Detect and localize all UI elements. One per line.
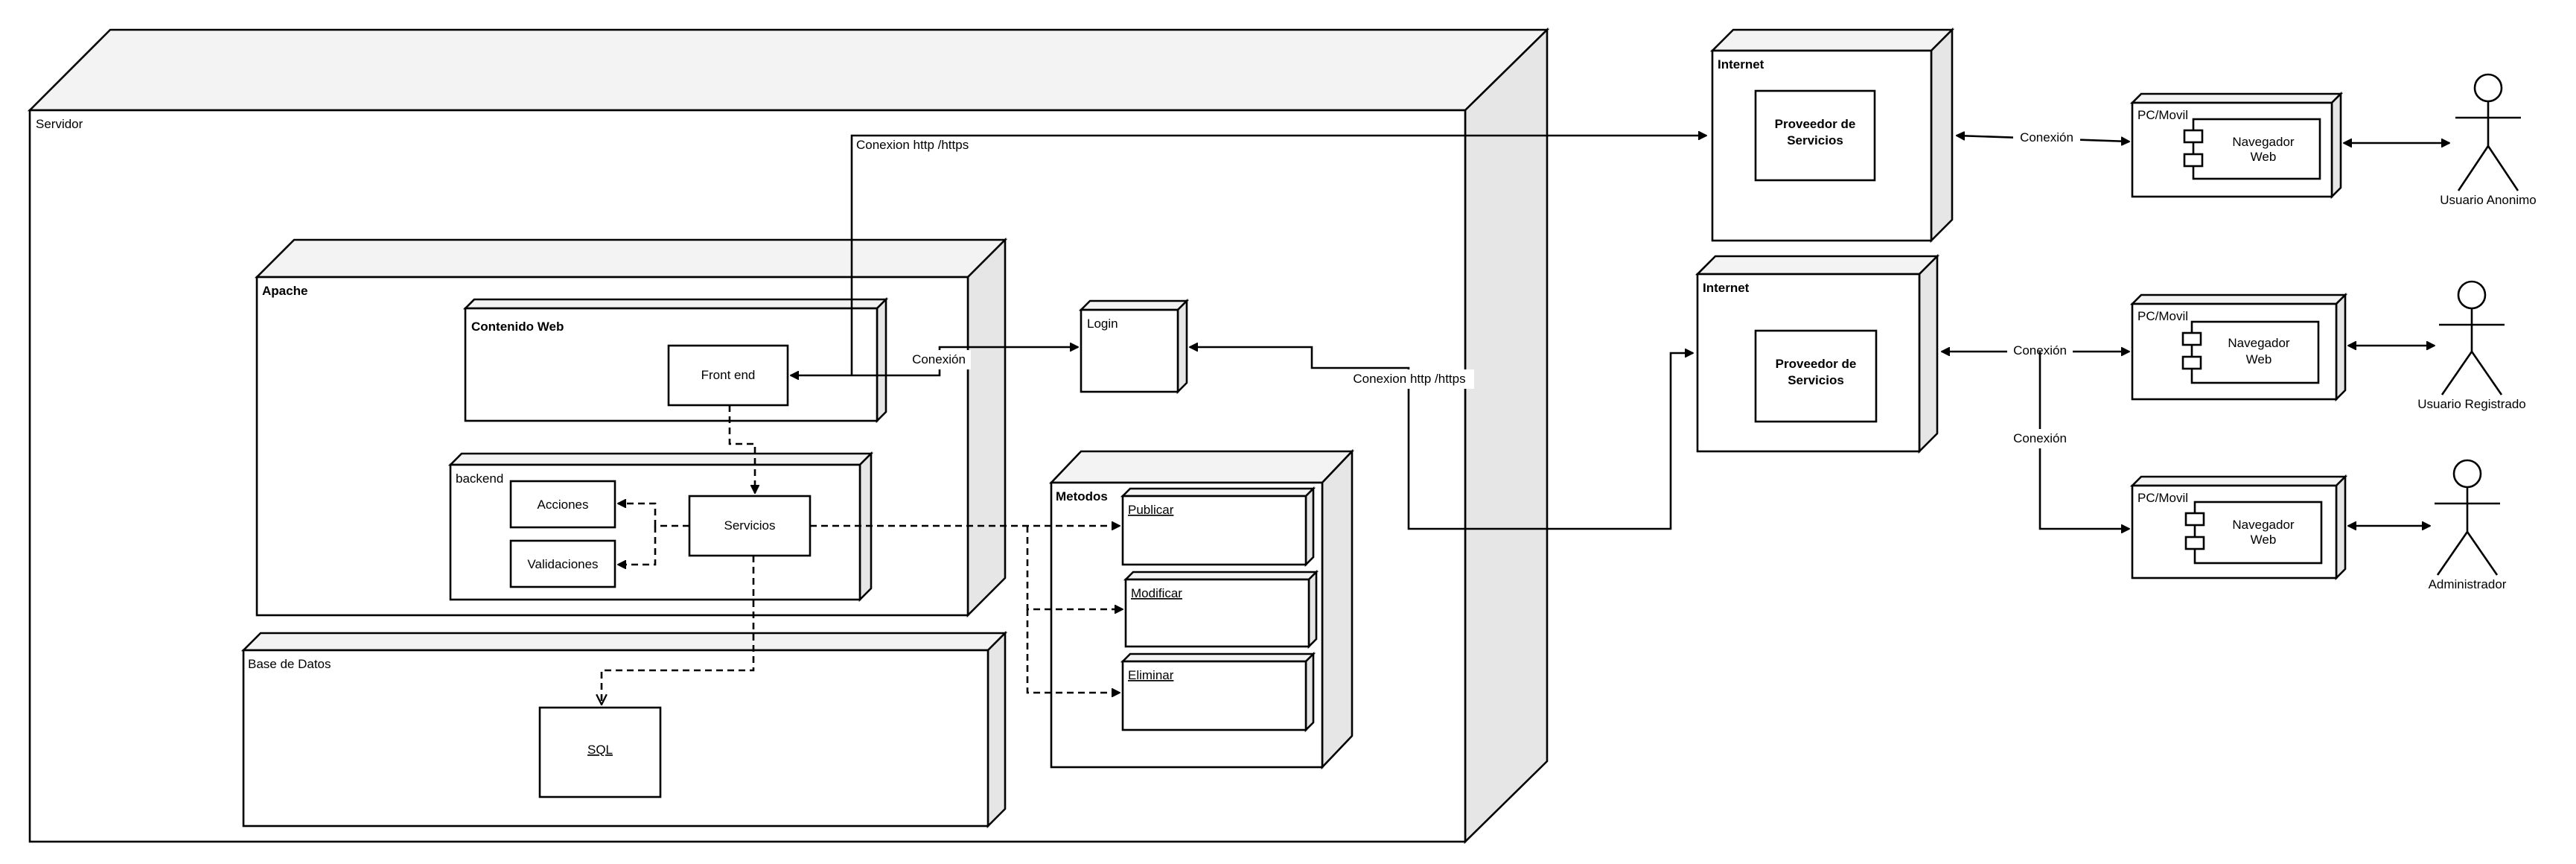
- component-port-icon: [2184, 536, 2205, 550]
- navegador-3-line2: Web: [2251, 533, 2277, 547]
- dep-servicios-validaciones: [618, 526, 657, 565]
- backend-label: backend: [456, 471, 503, 486]
- modificar-node: [1124, 578, 1310, 648]
- contenido-web-label: Contenido Web: [471, 320, 564, 334]
- pc-movil-2-label: PC/Movil: [2137, 309, 2188, 323]
- proveedor-2-label-line1: Proveedor de: [1776, 357, 1857, 371]
- navegador-1-line2: Web: [2251, 150, 2277, 164]
- connector-login-internet2: [1190, 347, 1693, 530]
- dep-frontend-servicios: [728, 405, 755, 493]
- actor-usuario-registrado: Usuario Registrado: [2417, 280, 2526, 411]
- navegador-1-line1: Navegador: [2232, 135, 2295, 149]
- eliminar-label: Eliminar: [1128, 668, 1174, 682]
- internet-node-1: Internet Proveedor de Servicios: [1709, 27, 1955, 244]
- sql-component: [538, 706, 662, 798]
- backend-node: backend Acciones Validaciones Servicios: [447, 451, 874, 603]
- administrador-label: Administrador: [2429, 577, 2507, 591]
- navegador-2-component: [2190, 320, 2320, 384]
- servicios-label: Servicios: [724, 518, 776, 533]
- label-bg: [1345, 369, 1474, 389]
- label-bg: [907, 350, 971, 369]
- connector-frontend-internet1: [850, 136, 1706, 375]
- label-bg: [2007, 429, 2073, 448]
- component-port-icon: [2181, 331, 2202, 346]
- component-port-icon: [2181, 355, 2202, 370]
- conexion-http-login-label: Conexion http /https: [1353, 372, 1465, 386]
- publicar-node: [1121, 495, 1307, 566]
- pc-movil-3-label: PC/Movil: [2137, 491, 2188, 505]
- usuario-registrado-label: Usuario Registrado: [2417, 397, 2526, 411]
- proveedor-2-label-line2: Servicios: [1788, 373, 1844, 387]
- label-bg: [2013, 128, 2080, 147]
- usuario-anonimo-label: Usuario Anonimo: [2440, 193, 2536, 207]
- metodos-node: Metodos Publicar Modificar Eliminar: [1048, 448, 1355, 770]
- front-end-label: Front end: [701, 368, 756, 382]
- component-port-icon: [2183, 153, 2204, 168]
- conexion-internet2-admin-label: Conexión: [2013, 431, 2067, 445]
- base-de-datos-node: Base de Datos SQL: [240, 630, 1008, 829]
- navegador-3-line1: Navegador: [2232, 518, 2295, 532]
- conexion-front-login-label: Conexión: [912, 352, 966, 366]
- component-port-icon: [2183, 129, 2204, 144]
- dep-servicios-eliminar: [1026, 609, 1120, 693]
- login-label: Login: [1087, 317, 1118, 331]
- dep-servicios-acciones: [618, 504, 689, 527]
- servidor-label: Servidor: [36, 117, 83, 131]
- acciones-component: [509, 480, 616, 529]
- proveedor-2-component: [1754, 329, 1878, 423]
- validaciones-component: [509, 539, 616, 588]
- eliminar-node: [1121, 660, 1307, 731]
- apache-label: Apache: [262, 284, 307, 298]
- login-node: Login: [1078, 298, 1190, 395]
- navegador-2-line2: Web: [2246, 352, 2272, 366]
- actor-usuario-anonimo: Usuario Anonimo: [2440, 73, 2537, 207]
- contenido-web-node: Contenido Web Front end: [462, 296, 889, 424]
- pc-movil-node-3: PC/Movil Navegador Web: [2129, 474, 2348, 581]
- proveedor-1-component: [1754, 89, 1876, 182]
- pc-movil-node-1: PC/Movil Navegador Web: [2129, 91, 2344, 200]
- publicar-label: Publicar: [1128, 503, 1174, 517]
- internet-node-2: Internet Proveedor de Servicios: [1695, 253, 1940, 454]
- metodos-label: Metodos: [1056, 489, 1108, 504]
- acciones-label: Acciones: [538, 498, 589, 512]
- base-de-datos-label: Base de Datos: [248, 657, 331, 671]
- pc-movil-1-label: PC/Movil: [2137, 108, 2188, 122]
- actor-administrador: Administrador: [2429, 459, 2507, 591]
- navegador-3-component: [2193, 501, 2323, 565]
- internet-1-label: Internet: [1718, 57, 1764, 72]
- dep-servicios-sql: [602, 556, 755, 705]
- component-port-icon: [2184, 512, 2205, 527]
- proveedor-1-label-line1: Proveedor de: [1775, 117, 1856, 131]
- front-end-component: [667, 344, 789, 407]
- navegador-1-component: [2192, 118, 2321, 180]
- sql-label: SQL: [587, 743, 613, 757]
- conexion-internet2-label: Conexión: [2013, 343, 2067, 358]
- pc-movil-node-2: PC/Movil Navegador Web: [2129, 292, 2348, 402]
- internet-2-label: Internet: [1703, 281, 1750, 295]
- navegador-2-line1: Navegador: [2228, 336, 2290, 350]
- connector-internet2-pc3: [2038, 352, 2129, 529]
- conexion-http-top-label: Conexion http /https: [856, 138, 969, 152]
- proveedor-1-label-line2: Servicios: [1787, 133, 1843, 147]
- conexion-internet1-label: Conexión: [2020, 130, 2073, 144]
- validaciones-label: Validaciones: [527, 557, 598, 571]
- modificar-label: Modificar: [1131, 586, 1182, 600]
